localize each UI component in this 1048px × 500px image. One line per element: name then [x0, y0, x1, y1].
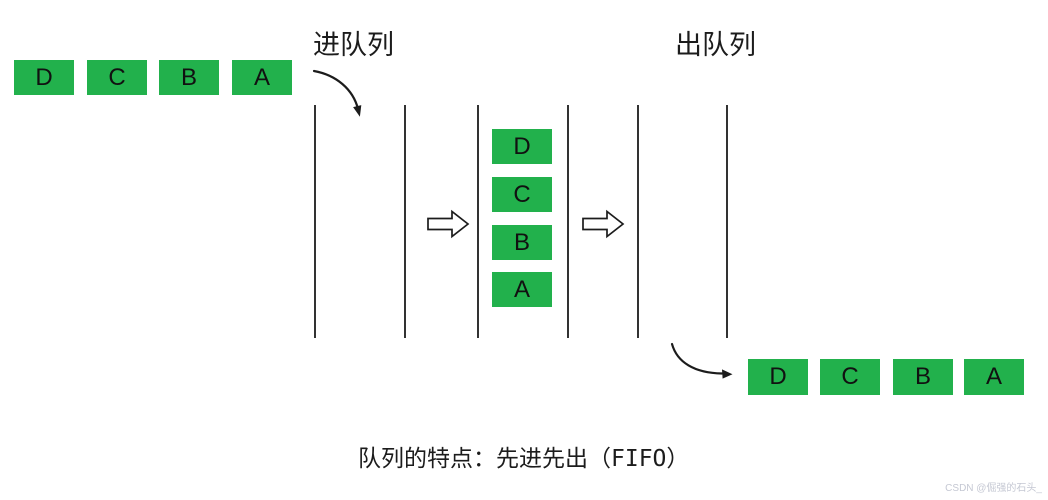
queued-item-box: C — [492, 177, 552, 212]
incoming-item-box: B — [159, 60, 219, 95]
enqueue-curved-arrow-icon — [312, 69, 362, 117]
enqueue-label: 进队列 — [313, 30, 394, 60]
queued-item-box: A — [492, 272, 552, 307]
incoming-item-box: D — [14, 60, 74, 95]
dequeued-item-box: D — [748, 359, 808, 395]
incoming-item-box: A — [232, 60, 292, 95]
dequeued-item-box: B — [893, 359, 953, 395]
flow-arrow-in-icon — [427, 209, 470, 239]
dequeued-item-box: C — [820, 359, 880, 395]
flow-arrow-out-icon — [582, 209, 625, 239]
queued-item-box: D — [492, 129, 552, 164]
dequeue-label: 出队列 — [675, 30, 756, 60]
watermark: CSDN @倔强的石头_ — [945, 483, 1042, 494]
dequeue-curved-arrow-icon — [670, 342, 733, 379]
dequeued-item-box: A — [964, 359, 1024, 395]
caption: 队列的特点：先进先出（FIFO） — [358, 446, 690, 472]
incoming-item-box: C — [87, 60, 147, 95]
queued-item-box: B — [492, 225, 552, 260]
